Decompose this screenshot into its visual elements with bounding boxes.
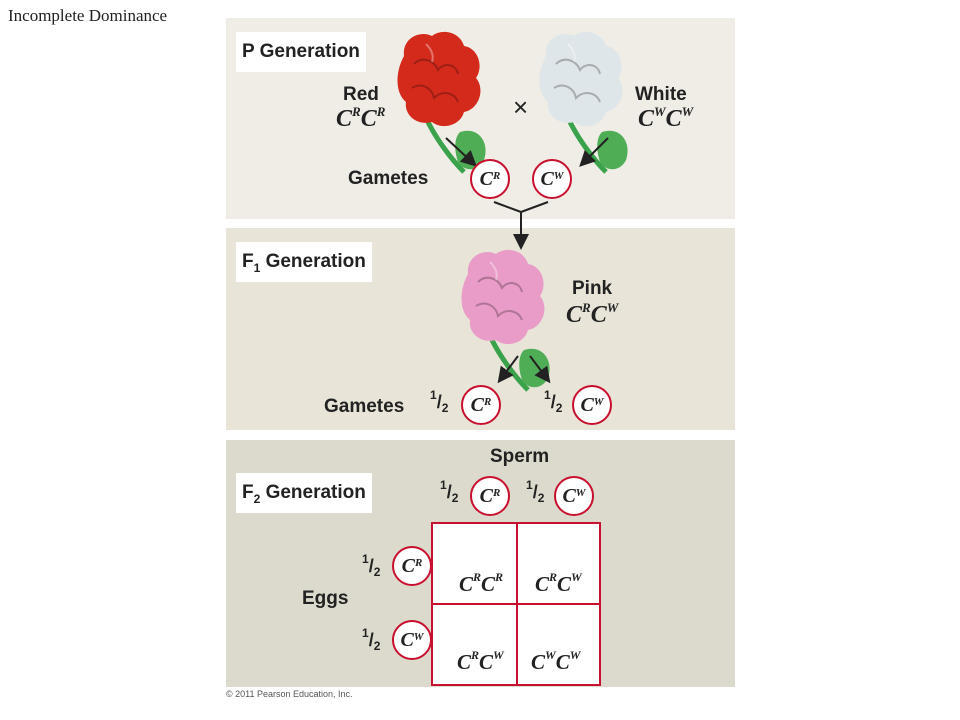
sperm-gamete-cw: CW bbox=[554, 476, 594, 516]
arrow-white-to-gamete bbox=[579, 137, 609, 167]
f1-fraction-w: 1/2 bbox=[544, 388, 563, 415]
egg-gamete-cr: CR bbox=[392, 546, 432, 586]
arrow-f1-to-gamete-w bbox=[529, 355, 551, 384]
punnett-square: CRCR CRCW CRCW CWCW bbox=[431, 522, 601, 686]
slide-title: Incomplete Dominance bbox=[8, 6, 168, 25]
arrow-gametes-to-f1 bbox=[493, 201, 549, 246]
punnett-cell-rw-top: CRCW bbox=[535, 570, 582, 596]
arrow-red-to-gamete bbox=[445, 137, 477, 167]
red-flower-image bbox=[398, 32, 486, 172]
pink-flower-image bbox=[462, 250, 550, 390]
pink-label: Pink bbox=[572, 278, 613, 299]
white-flower-image bbox=[540, 32, 628, 172]
sperm-fraction-w: 1/2 bbox=[526, 478, 545, 505]
arrow-f1-to-gamete-r bbox=[497, 355, 519, 384]
egg-gamete-cw: CW bbox=[392, 620, 432, 660]
cross-symbol: × bbox=[513, 92, 529, 122]
f1-gametes-label: Gametes bbox=[324, 396, 405, 417]
pink-genotype: CRCW bbox=[566, 300, 619, 328]
f1-gamete-cr: CR bbox=[461, 385, 501, 425]
egg-fraction-w: 1/2 bbox=[362, 626, 381, 653]
sperm-label: Sperm bbox=[490, 446, 550, 467]
white-label: White bbox=[635, 84, 687, 105]
eggs-label: Eggs bbox=[302, 588, 349, 609]
sperm-fraction-r: 1/2 bbox=[440, 478, 459, 505]
copyright-notice: © 2011 Pearson Education, Inc. bbox=[226, 689, 353, 699]
p-gamete-cr: CR bbox=[470, 159, 510, 199]
f2-generation-label: F2 Generation bbox=[236, 473, 372, 513]
f1-gamete-cw: CW bbox=[572, 385, 612, 425]
p-gametes-label: Gametes bbox=[348, 168, 429, 189]
red-genotype: CRCR bbox=[336, 104, 386, 132]
sperm-gamete-cr: CR bbox=[470, 476, 510, 516]
white-genotype: CWCW bbox=[638, 104, 694, 132]
punnett-divider-horizontal bbox=[433, 603, 599, 605]
f1-generation-label: F1 Generation bbox=[236, 242, 372, 282]
punnett-cell-rr: CRCR bbox=[459, 570, 504, 596]
p-gamete-cw: CW bbox=[532, 159, 572, 199]
p-generation-label: P Generation bbox=[236, 32, 366, 72]
egg-fraction-r: 1/2 bbox=[362, 552, 381, 579]
punnett-cell-ww: CWCW bbox=[531, 648, 581, 674]
red-label: Red bbox=[343, 84, 379, 105]
f1-fraction-r: 1/2 bbox=[430, 388, 449, 415]
punnett-cell-rw-bottom: CRCW bbox=[457, 648, 504, 674]
